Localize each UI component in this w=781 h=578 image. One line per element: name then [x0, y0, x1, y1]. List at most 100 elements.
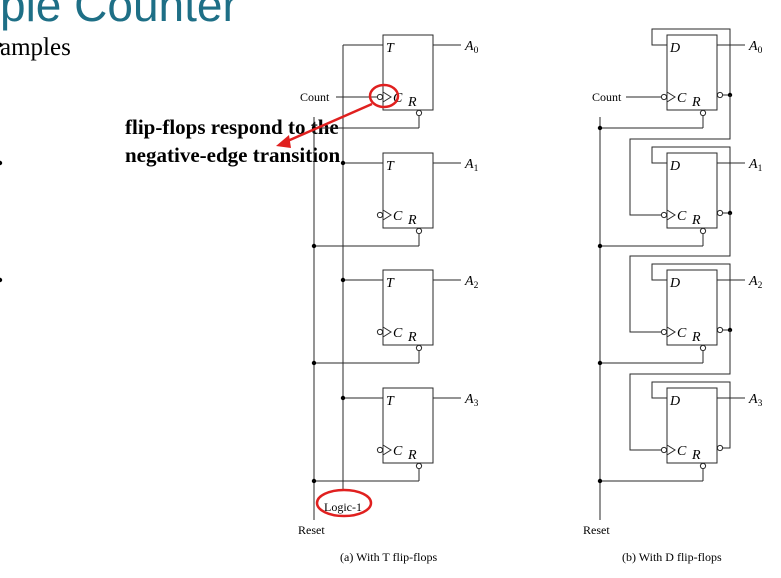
flipflop-box — [382, 269, 434, 346]
junction-dot — [311, 243, 317, 249]
feedback-wire — [651, 263, 731, 331]
reset-label: Reset — [298, 523, 325, 537]
negative-edge-bubble — [660, 446, 668, 454]
feedback-wire — [651, 146, 731, 214]
clock-triangle — [382, 209, 392, 221]
feedback-wire — [651, 28, 731, 96]
flipflop-box — [382, 34, 434, 111]
clock-label: C — [677, 444, 687, 459]
reset-pin-label: R — [691, 330, 701, 345]
output-label-1: A1 — [464, 157, 479, 174]
reset-bubble — [415, 227, 423, 235]
clock-triangle — [666, 326, 676, 338]
reset-pin-label: R — [691, 95, 701, 110]
reset-bubble — [415, 344, 423, 352]
flipflop-box — [382, 152, 434, 229]
q-bar-bubble — [716, 91, 724, 99]
reset-pin-label: R — [407, 448, 417, 463]
reset-bubble — [699, 109, 707, 117]
junction-dot — [340, 395, 346, 401]
output-label-0: A0 — [748, 39, 763, 56]
negative-edge-bubble — [660, 211, 668, 219]
negative-edge-bubble — [376, 211, 384, 219]
t-input-label: T — [386, 394, 395, 409]
d-input-label: D — [669, 276, 680, 291]
junction-dot — [597, 243, 603, 249]
flipflop-box — [666, 269, 718, 346]
junction-dot — [340, 160, 346, 166]
d-input-label: D — [669, 159, 680, 174]
junction-dot — [340, 277, 346, 283]
logic1-highlight-ellipse — [315, 488, 373, 518]
clock-label: C — [677, 326, 687, 341]
flipflop-box — [382, 387, 434, 464]
reset-pin-label: R — [691, 213, 701, 228]
clock-label: C — [393, 326, 403, 341]
flipflop-box — [666, 387, 718, 464]
annotation-line-2: negative-edge transition — [125, 143, 341, 167]
reset-label: Reset — [583, 523, 610, 537]
reset-pin-label: R — [691, 448, 701, 463]
caption-a: (a) With T flip-flops — [340, 550, 438, 564]
caption-b: (b) With D flip-flops — [622, 550, 722, 564]
reset-pin-label: R — [407, 213, 417, 228]
reset-bubble — [415, 462, 423, 470]
reset-pin-label: R — [407, 330, 417, 345]
junction-dot — [597, 360, 603, 366]
output-label-1: A1 — [748, 157, 763, 174]
slide-title: ple Counter — [0, 0, 238, 31]
junction-dot — [597, 478, 603, 484]
output-label-2: A2 — [464, 274, 479, 291]
count-label: Count — [592, 90, 622, 104]
junction-dot — [311, 478, 317, 484]
t-input-label: T — [386, 276, 395, 291]
junction-dot — [0, 277, 3, 283]
clock-feed-wire — [629, 213, 731, 333]
reset-bubble — [699, 227, 707, 235]
feedback-wire — [651, 381, 731, 449]
output-label-3: A3 — [748, 392, 763, 409]
output-label-2: A2 — [748, 274, 763, 291]
count-label: Count — [300, 90, 330, 104]
clock-triangle — [382, 444, 392, 456]
clock-label: C — [393, 209, 403, 224]
annotation-arrow-shaft — [282, 102, 373, 145]
negative-edge-bubble — [376, 446, 384, 454]
junction-dot — [311, 360, 317, 366]
clock-label: C — [393, 444, 403, 459]
clock-triangle — [666, 91, 676, 103]
junction-dot — [0, 42, 3, 48]
flipflop-box — [666, 34, 718, 111]
reset-bubble — [699, 344, 707, 352]
annotation-arrow-head — [276, 135, 291, 148]
t-input-label: T — [386, 41, 395, 56]
d-input-label: D — [669, 394, 680, 409]
clock-triangle — [382, 91, 392, 103]
negative-edge-bubble — [376, 93, 384, 101]
clock-label: C — [677, 209, 687, 224]
clock-triangle — [382, 326, 392, 338]
reset-bubble — [699, 462, 707, 470]
clock-feed-wire — [629, 330, 731, 451]
clock-triangle — [666, 444, 676, 456]
clock-feed-wire — [629, 95, 731, 216]
negative-edge-bubble — [660, 328, 668, 336]
reset-bubble — [415, 109, 423, 117]
junction-dot — [597, 125, 603, 131]
junction-dot — [0, 160, 3, 166]
annotation-graphics — [276, 83, 400, 518]
logic1-label: Logic-1 — [324, 500, 362, 514]
output-label-0: A0 — [464, 39, 479, 56]
clock-triangle — [666, 209, 676, 221]
clock-highlight-ellipse — [368, 83, 400, 109]
d-input-label: D — [669, 41, 680, 56]
reset-pin-label: R — [407, 95, 417, 110]
q-bar-bubble — [716, 444, 724, 452]
output-label-3: A3 — [464, 392, 479, 409]
slide-bullet: amples — [0, 34, 71, 61]
q-bar-bubble — [716, 209, 724, 217]
negative-edge-bubble — [376, 328, 384, 336]
